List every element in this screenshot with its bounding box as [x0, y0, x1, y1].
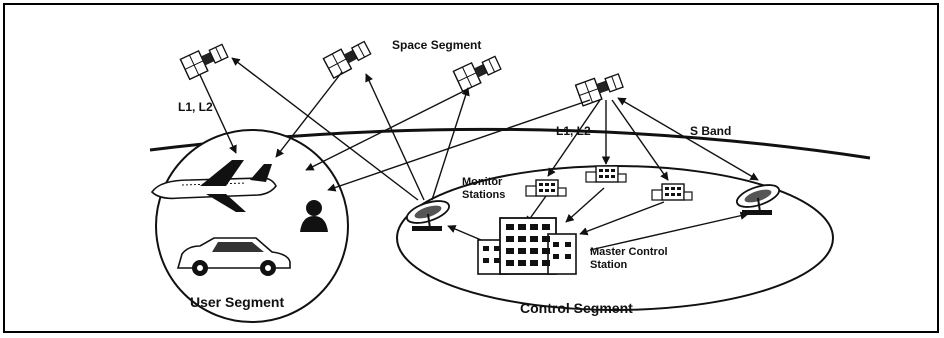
l1-l2-label-left: L1, L2 — [178, 100, 213, 114]
user-segment-label: User Segment — [190, 294, 285, 310]
monitor-stations-line2: Stations — [462, 189, 506, 201]
control-segment-label: Control Segment — [520, 300, 633, 316]
airplane-icon — [150, 160, 277, 212]
signal-arrow — [305, 87, 471, 171]
person-icon — [300, 200, 328, 232]
satellite-icon — [452, 52, 504, 92]
monitor-stations-label: Monitor Stations — [462, 176, 505, 202]
satellite-icon — [322, 37, 374, 79]
s-band-link — [617, 97, 759, 181]
master-control-line2: Station — [590, 259, 628, 271]
uplink-arrow — [365, 73, 425, 201]
uplink-arrow — [431, 87, 470, 201]
master-control-line1: Master Control — [590, 246, 668, 258]
signal-arrow — [547, 99, 601, 177]
master-control-station-label: Master Control Station — [590, 246, 668, 272]
signal-arrow — [327, 99, 591, 192]
data-link-arrow — [589, 211, 749, 251]
monitor-stations-line1: Monitor — [462, 176, 503, 188]
data-link-arrow — [579, 201, 665, 236]
l1-l2-label-right: L1, L2 — [556, 124, 591, 138]
car-icon — [176, 237, 291, 276]
s-band-label: S Band — [690, 124, 732, 138]
data-link-arrow — [565, 187, 605, 223]
building-icon — [477, 217, 577, 275]
space-segment-label: Space Segment — [392, 38, 482, 52]
signal-arrow — [199, 74, 237, 154]
satellite-icon — [179, 40, 231, 80]
signal-arrow — [275, 71, 343, 158]
uplink-arrow — [231, 57, 419, 201]
